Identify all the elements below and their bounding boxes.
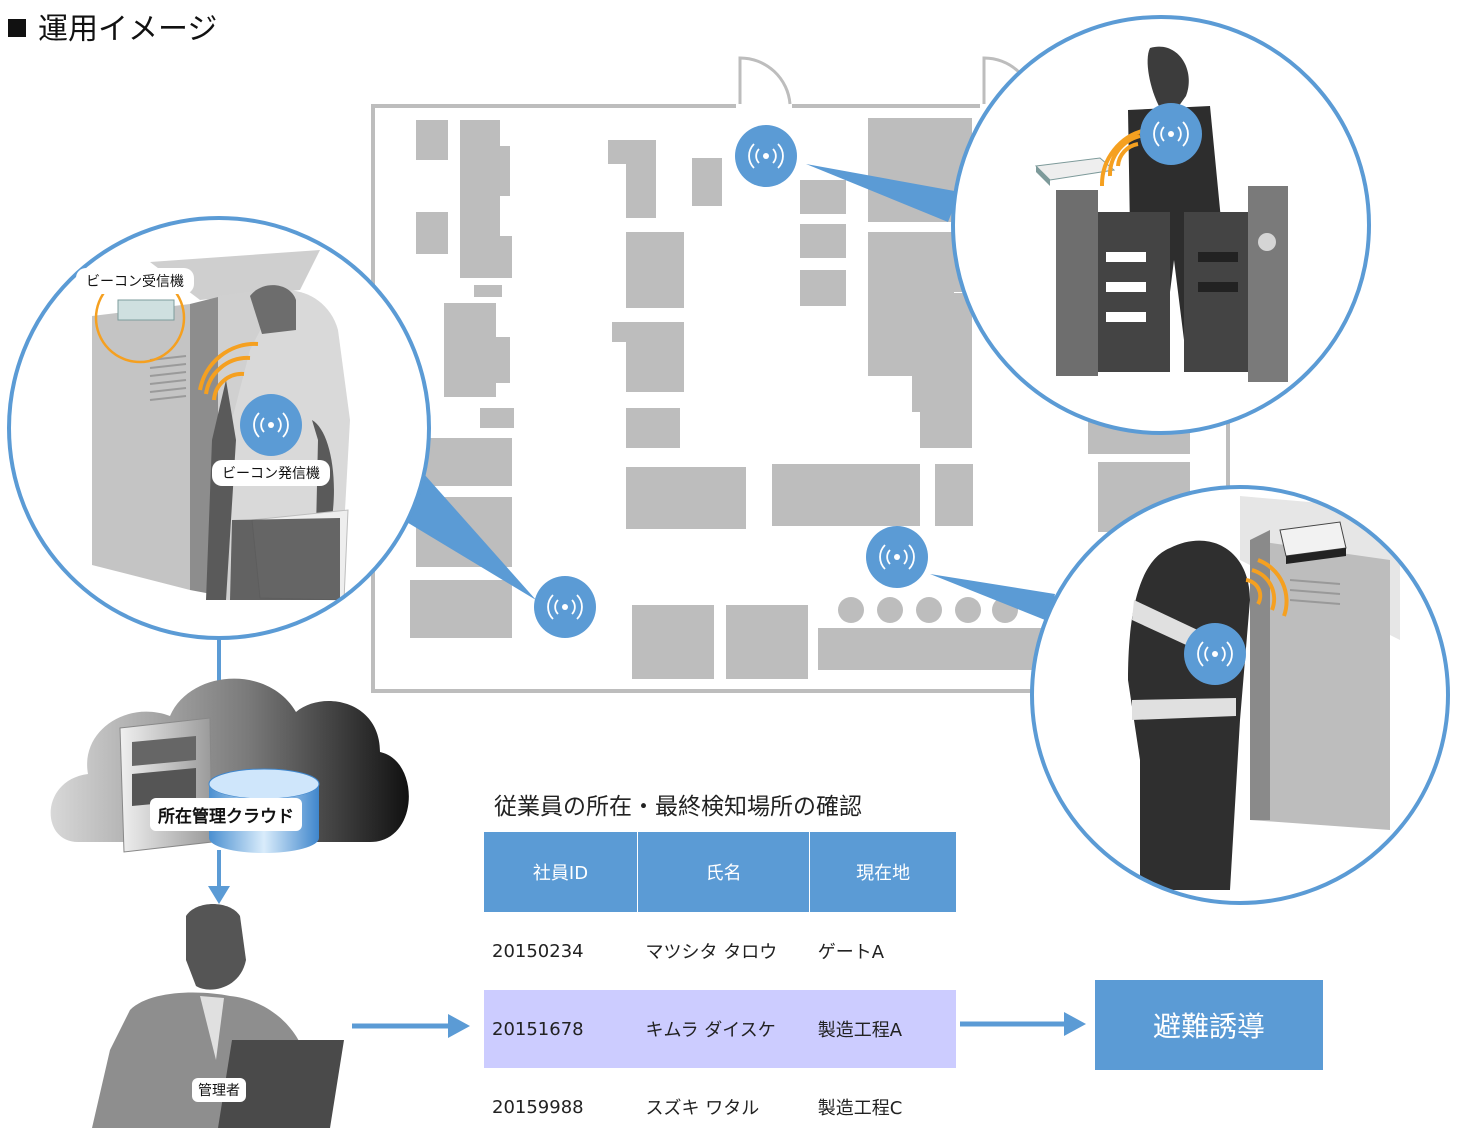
- page-title: 運用イメージ: [8, 4, 217, 48]
- callout-wedge: [930, 574, 1055, 622]
- cloud-label: 所在管理クラウド: [150, 798, 302, 831]
- signal-waves-icon: [198, 341, 259, 401]
- table-header-row: 社員ID 氏名 現在地: [484, 832, 956, 912]
- table-row-highlighted[interactable]: 20151678 キムラ ダイスケ 製造工程A: [484, 990, 956, 1068]
- column-header: 社員ID: [484, 832, 638, 912]
- admin-label: 管理者: [192, 1078, 246, 1102]
- table-row[interactable]: 20150234 マツシタ タロウ ゲートA: [484, 912, 956, 990]
- employee-name: スズキ ワタル: [645, 1098, 760, 1119]
- callout-wedge: [400, 474, 536, 600]
- employee-location: ゲートA: [817, 942, 885, 963]
- column-header: 現在地: [809, 832, 956, 912]
- column-header: 氏名: [636, 832, 810, 912]
- gate-scene: [951, 15, 1371, 435]
- employee-location: 製造工程C: [817, 1098, 903, 1119]
- callout-wedge: [806, 164, 960, 222]
- evacuation-guidance-button[interactable]: 避難誘導: [1095, 980, 1323, 1070]
- receiver-label: ビーコン受信機: [76, 268, 194, 294]
- table-row[interactable]: 20159988 スズキ ワタル 製造工程C: [484, 1068, 956, 1146]
- beacon-icon[interactable]: [534, 576, 596, 638]
- employee-location-table: 社員ID 氏名 現在地 20150234 マツシタ タロウ ゲートA 20151…: [484, 832, 956, 1146]
- employee-location: 製造工程A: [809, 990, 956, 1068]
- employee-name: キムラ ダイスケ: [637, 990, 810, 1068]
- employee-id: 20151678: [484, 990, 638, 1068]
- beacon-icon[interactable]: [735, 125, 797, 187]
- employee-id: 20150234: [492, 940, 584, 962]
- employee-id: 20159988: [492, 1096, 584, 1118]
- server-room-scene: [7, 216, 431, 640]
- arrow-right-icon: [960, 1012, 1086, 1036]
- employee-name: マツシタ タロウ: [645, 942, 778, 963]
- server-icon: [119, 717, 213, 853]
- admin-figure: [92, 904, 344, 1128]
- beacon-icon[interactable]: [866, 526, 928, 588]
- signal-waves-icon: [1099, 128, 1147, 187]
- table-title: 従業員の所在・最終検知場所の確認: [494, 794, 862, 820]
- title-square-icon: [8, 19, 26, 37]
- process-scene: [1030, 485, 1450, 905]
- arrow-right-icon: [352, 1014, 470, 1038]
- signal-waves-icon: [1245, 558, 1289, 617]
- door-icon: [738, 56, 792, 105]
- transmitter-label: ビーコン発信機: [212, 460, 330, 486]
- arrow-down-icon: [208, 850, 230, 904]
